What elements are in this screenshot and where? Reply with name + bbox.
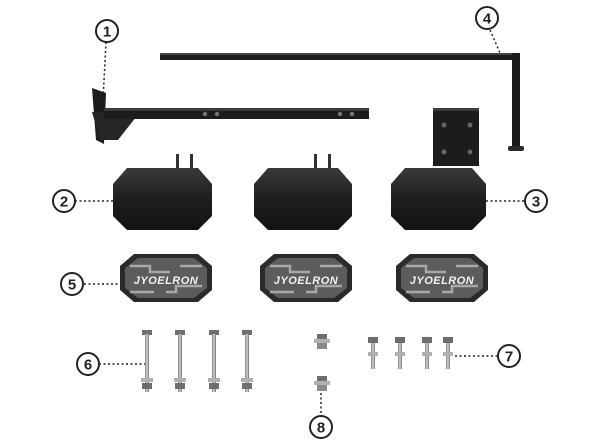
short-bolt [395, 337, 405, 369]
long-bolt [141, 330, 153, 392]
pad-logo-text: JYOELRON [274, 275, 339, 287]
callout-1: 1 [95, 19, 119, 43]
part-6-long-bolts [141, 330, 253, 392]
callout-number: 5 [68, 277, 76, 294]
short-bolt [368, 337, 378, 369]
part-5-pad-middle: JYOELRON [260, 254, 352, 302]
part-5-pad-right: JYOELRON [396, 254, 488, 302]
long-bolt [241, 330, 253, 392]
callout-3: 3 [524, 189, 548, 213]
callout-number: 3 [532, 194, 540, 211]
part-1-angled-arm [92, 88, 369, 144]
part-3-mount-plate [433, 108, 479, 166]
callout-5: 5 [60, 272, 84, 296]
leader-line-4 [489, 29, 501, 54]
callout-number: 4 [483, 11, 492, 28]
part-2-block-middle [254, 154, 352, 230]
long-bolt [208, 330, 220, 392]
part-3-block-right [391, 168, 486, 230]
part-8-fasteners [314, 334, 330, 391]
callout-4: 4 [475, 6, 499, 30]
small-fastener [314, 334, 330, 349]
callout-2: 2 [52, 189, 76, 213]
callout-8: 8 [309, 415, 333, 439]
pad-logo-text: JYOELRON [410, 275, 475, 287]
short-bolt [443, 337, 453, 369]
part-2-block-left [113, 154, 212, 230]
part-5-pad-left: JYOELRON [120, 254, 212, 302]
callout-number: 2 [60, 194, 68, 211]
callout-number: 7 [505, 349, 513, 366]
part-7-short-bolts [368, 337, 453, 369]
callout-number: 1 [103, 24, 111, 41]
callout-6: 6 [76, 352, 100, 376]
long-bolt [174, 330, 186, 392]
pad-logo-text: JYOELRON [134, 275, 199, 287]
small-fastener [314, 376, 330, 391]
callout-number: 6 [84, 357, 92, 374]
leader-line-1 [102, 41, 107, 101]
part-4-long-bracket [160, 53, 524, 151]
short-bolt [422, 337, 432, 369]
callout-7: 7 [497, 344, 521, 368]
callout-number: 8 [317, 420, 325, 437]
